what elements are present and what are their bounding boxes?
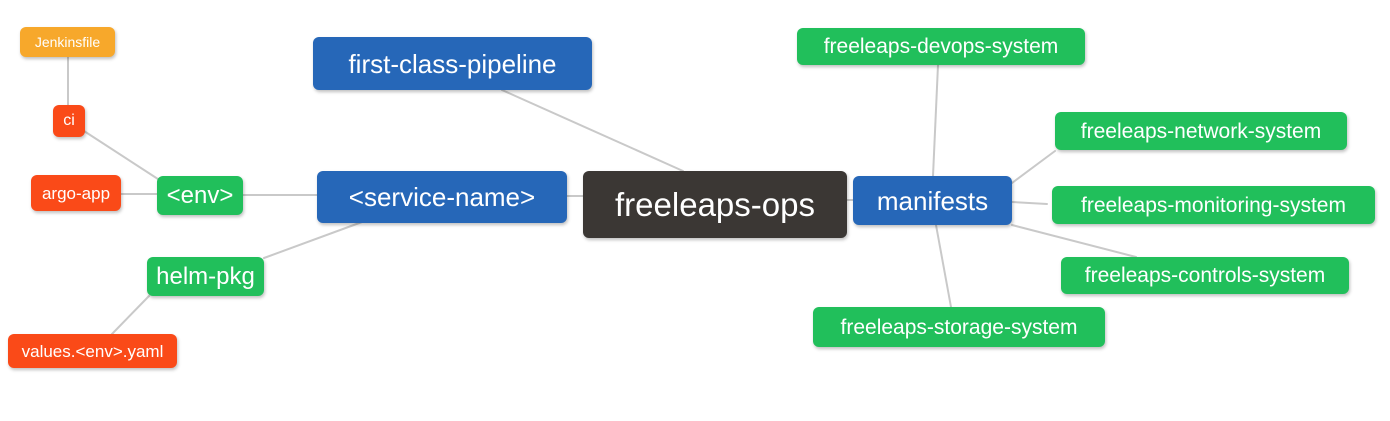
connector-env-ci	[83, 130, 162, 182]
node-helm-pkg[interactable]: helm-pkg	[147, 257, 264, 296]
connector-manifests-network	[1011, 150, 1056, 184]
node-freeleaps-controls-system[interactable]: freeleaps-controls-system	[1061, 257, 1349, 294]
node-service-name[interactable]: <service-name>	[317, 171, 567, 223]
connector-service-name-helm-pkg	[263, 221, 363, 259]
node-argo-app[interactable]: argo-app	[31, 175, 121, 211]
node-env[interactable]: <env>	[157, 176, 243, 215]
node-freeleaps-devops-system[interactable]: freeleaps-devops-system	[797, 28, 1085, 65]
node-freeleaps-monitoring-system[interactable]: freeleaps-monitoring-system	[1052, 186, 1375, 224]
node-manifests[interactable]: manifests	[853, 176, 1012, 225]
node-ci[interactable]: ci	[53, 105, 85, 137]
node-jenkinsfile[interactable]: Jenkinsfile	[20, 27, 115, 57]
node-values-env-yaml[interactable]: values.<env>.yaml	[8, 334, 177, 368]
connector-manifests-storage	[935, 224, 952, 308]
connector-manifests-controls	[1011, 224, 1137, 258]
node-freeleaps-storage-system[interactable]: freeleaps-storage-system	[813, 307, 1105, 347]
connector-ops-first-class-pipeline	[501, 89, 684, 172]
node-freeleaps-network-system[interactable]: freeleaps-network-system	[1055, 112, 1347, 150]
connector-manifests-monitoring	[1011, 201, 1048, 205]
connector-helm-pkg-values	[111, 295, 150, 335]
node-freeleaps-ops[interactable]: freeleaps-ops	[583, 171, 847, 238]
node-first-class-pipeline[interactable]: first-class-pipeline	[313, 37, 592, 90]
connector-manifests-devops	[932, 64, 939, 177]
